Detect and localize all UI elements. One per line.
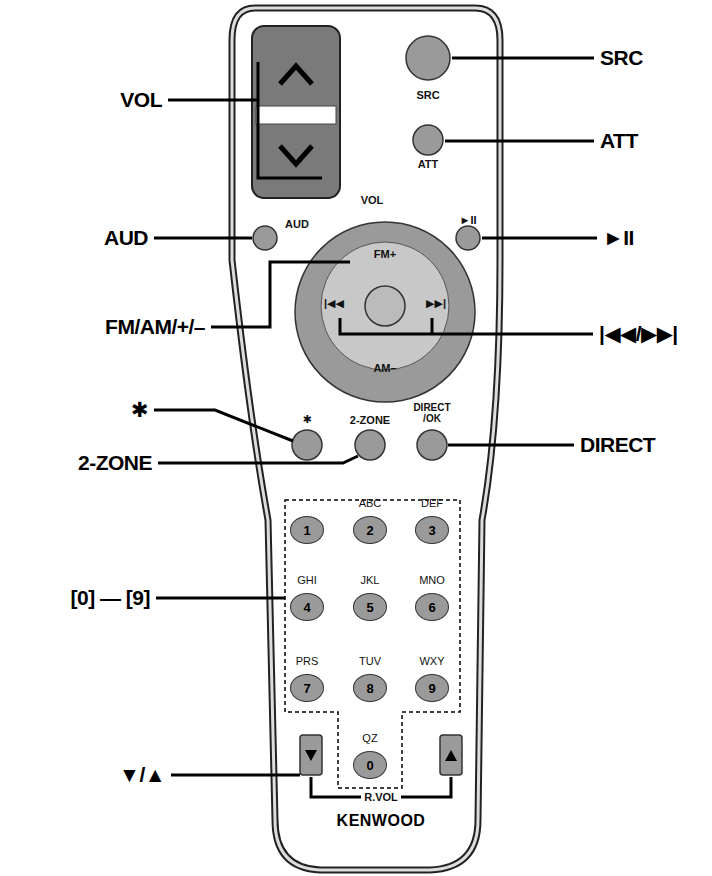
callout-label: 2-ZONE (78, 451, 152, 474)
callout-label: ✱ (131, 398, 148, 421)
button-number: 1 (303, 524, 310, 537)
button-legend: SRC (416, 89, 439, 101)
button-letters: GHI (297, 575, 317, 586)
button-letters: QZ (362, 733, 377, 744)
leader-lines (154, 58, 597, 797)
number-button: TUV8 (353, 674, 387, 702)
button-legend: VOL (361, 194, 384, 206)
down-button (300, 735, 322, 775)
button-letters: MNO (419, 575, 445, 586)
number-button: PRS7 (290, 674, 324, 702)
number-button: GHI4 (290, 593, 324, 621)
button-number: 2 (366, 524, 373, 537)
up-button (440, 735, 462, 775)
button-number: 5 (366, 601, 373, 614)
button-legend: ATT (418, 158, 439, 170)
button-number: 3 (428, 524, 435, 537)
callout-label: |◀◀/▶▶| (599, 322, 678, 345)
button-legend: 2-ZONE (350, 414, 390, 426)
button-legend: ✱ (302, 413, 311, 425)
number-button: DEF3 (415, 516, 449, 544)
button-legend: AUD (285, 218, 309, 230)
number-button: JKL5 (353, 593, 387, 621)
button-number: 7 (303, 682, 310, 695)
leader-line (154, 237, 252, 240)
leader-line (171, 775, 451, 797)
att-button (413, 125, 443, 155)
leader-line (211, 262, 350, 327)
star-button (292, 430, 322, 460)
callout-label: ▼/▲ (119, 763, 165, 786)
down-triangle (305, 750, 317, 761)
leader-line (340, 318, 593, 334)
callout-label: DIRECT (580, 433, 655, 456)
number-button: MNO6 (415, 593, 449, 621)
play-button (456, 226, 480, 250)
callout-label: VOL (120, 88, 162, 111)
up-triangle (445, 750, 457, 761)
callout-label: AUD (104, 226, 148, 249)
up-chevron (280, 66, 312, 84)
remote-body-inner (232, 8, 500, 870)
button-letters: JKL (361, 575, 380, 586)
callout-label: SRC (600, 46, 643, 69)
direct-button (417, 430, 447, 460)
leader-line (154, 410, 293, 441)
button-legend: |◀◀ (324, 297, 344, 309)
keypad-frame (285, 500, 460, 788)
button-number: 6 (428, 601, 435, 614)
leader-line (168, 62, 322, 178)
button-letters: DEF (421, 498, 443, 509)
button-letters: TUV (359, 656, 381, 667)
button-number: 4 (303, 601, 310, 614)
center-button (365, 286, 405, 326)
callout-label: ►II (603, 226, 634, 249)
number-button: 1 (290, 516, 324, 544)
volume-rocker (252, 26, 340, 198)
brand-name: KENWOOD (337, 812, 426, 830)
navigation-disc (295, 222, 475, 402)
src-button (406, 36, 450, 80)
number-button: QZ0 (353, 751, 387, 779)
zone-button (355, 430, 385, 460)
number-button: ABC2 (353, 516, 387, 544)
button-legend: AM– (373, 362, 396, 374)
leader-line (158, 456, 358, 463)
leader-line (156, 597, 285, 600)
button-number: 8 (366, 682, 373, 695)
button-legend: DIRECT /OK (410, 402, 454, 424)
rocker-divider (256, 106, 336, 124)
callout-label: ATT (600, 129, 638, 152)
button-letters: PRS (296, 656, 319, 667)
leader-line (452, 57, 594, 60)
leader-line (445, 140, 594, 143)
leader-line (448, 444, 574, 447)
button-letters: WXY (419, 656, 444, 667)
callout-label: FM/AM/+/– (105, 315, 205, 338)
button-legend: R.VOL (361, 791, 401, 803)
button-legend: FM+ (374, 248, 396, 260)
button-legend: ►II (460, 214, 477, 226)
leader-line (482, 237, 597, 240)
button-legend: ▶▶| (426, 297, 446, 309)
remote-body (232, 8, 500, 870)
callout-label: [0] — [9] (71, 586, 151, 609)
button-number: 9 (428, 682, 435, 695)
aud-button (253, 226, 277, 250)
down-chevron (280, 146, 312, 164)
button-letters: ABC (359, 498, 382, 509)
button-number: 0 (366, 759, 373, 772)
number-button: WXY9 (415, 674, 449, 702)
